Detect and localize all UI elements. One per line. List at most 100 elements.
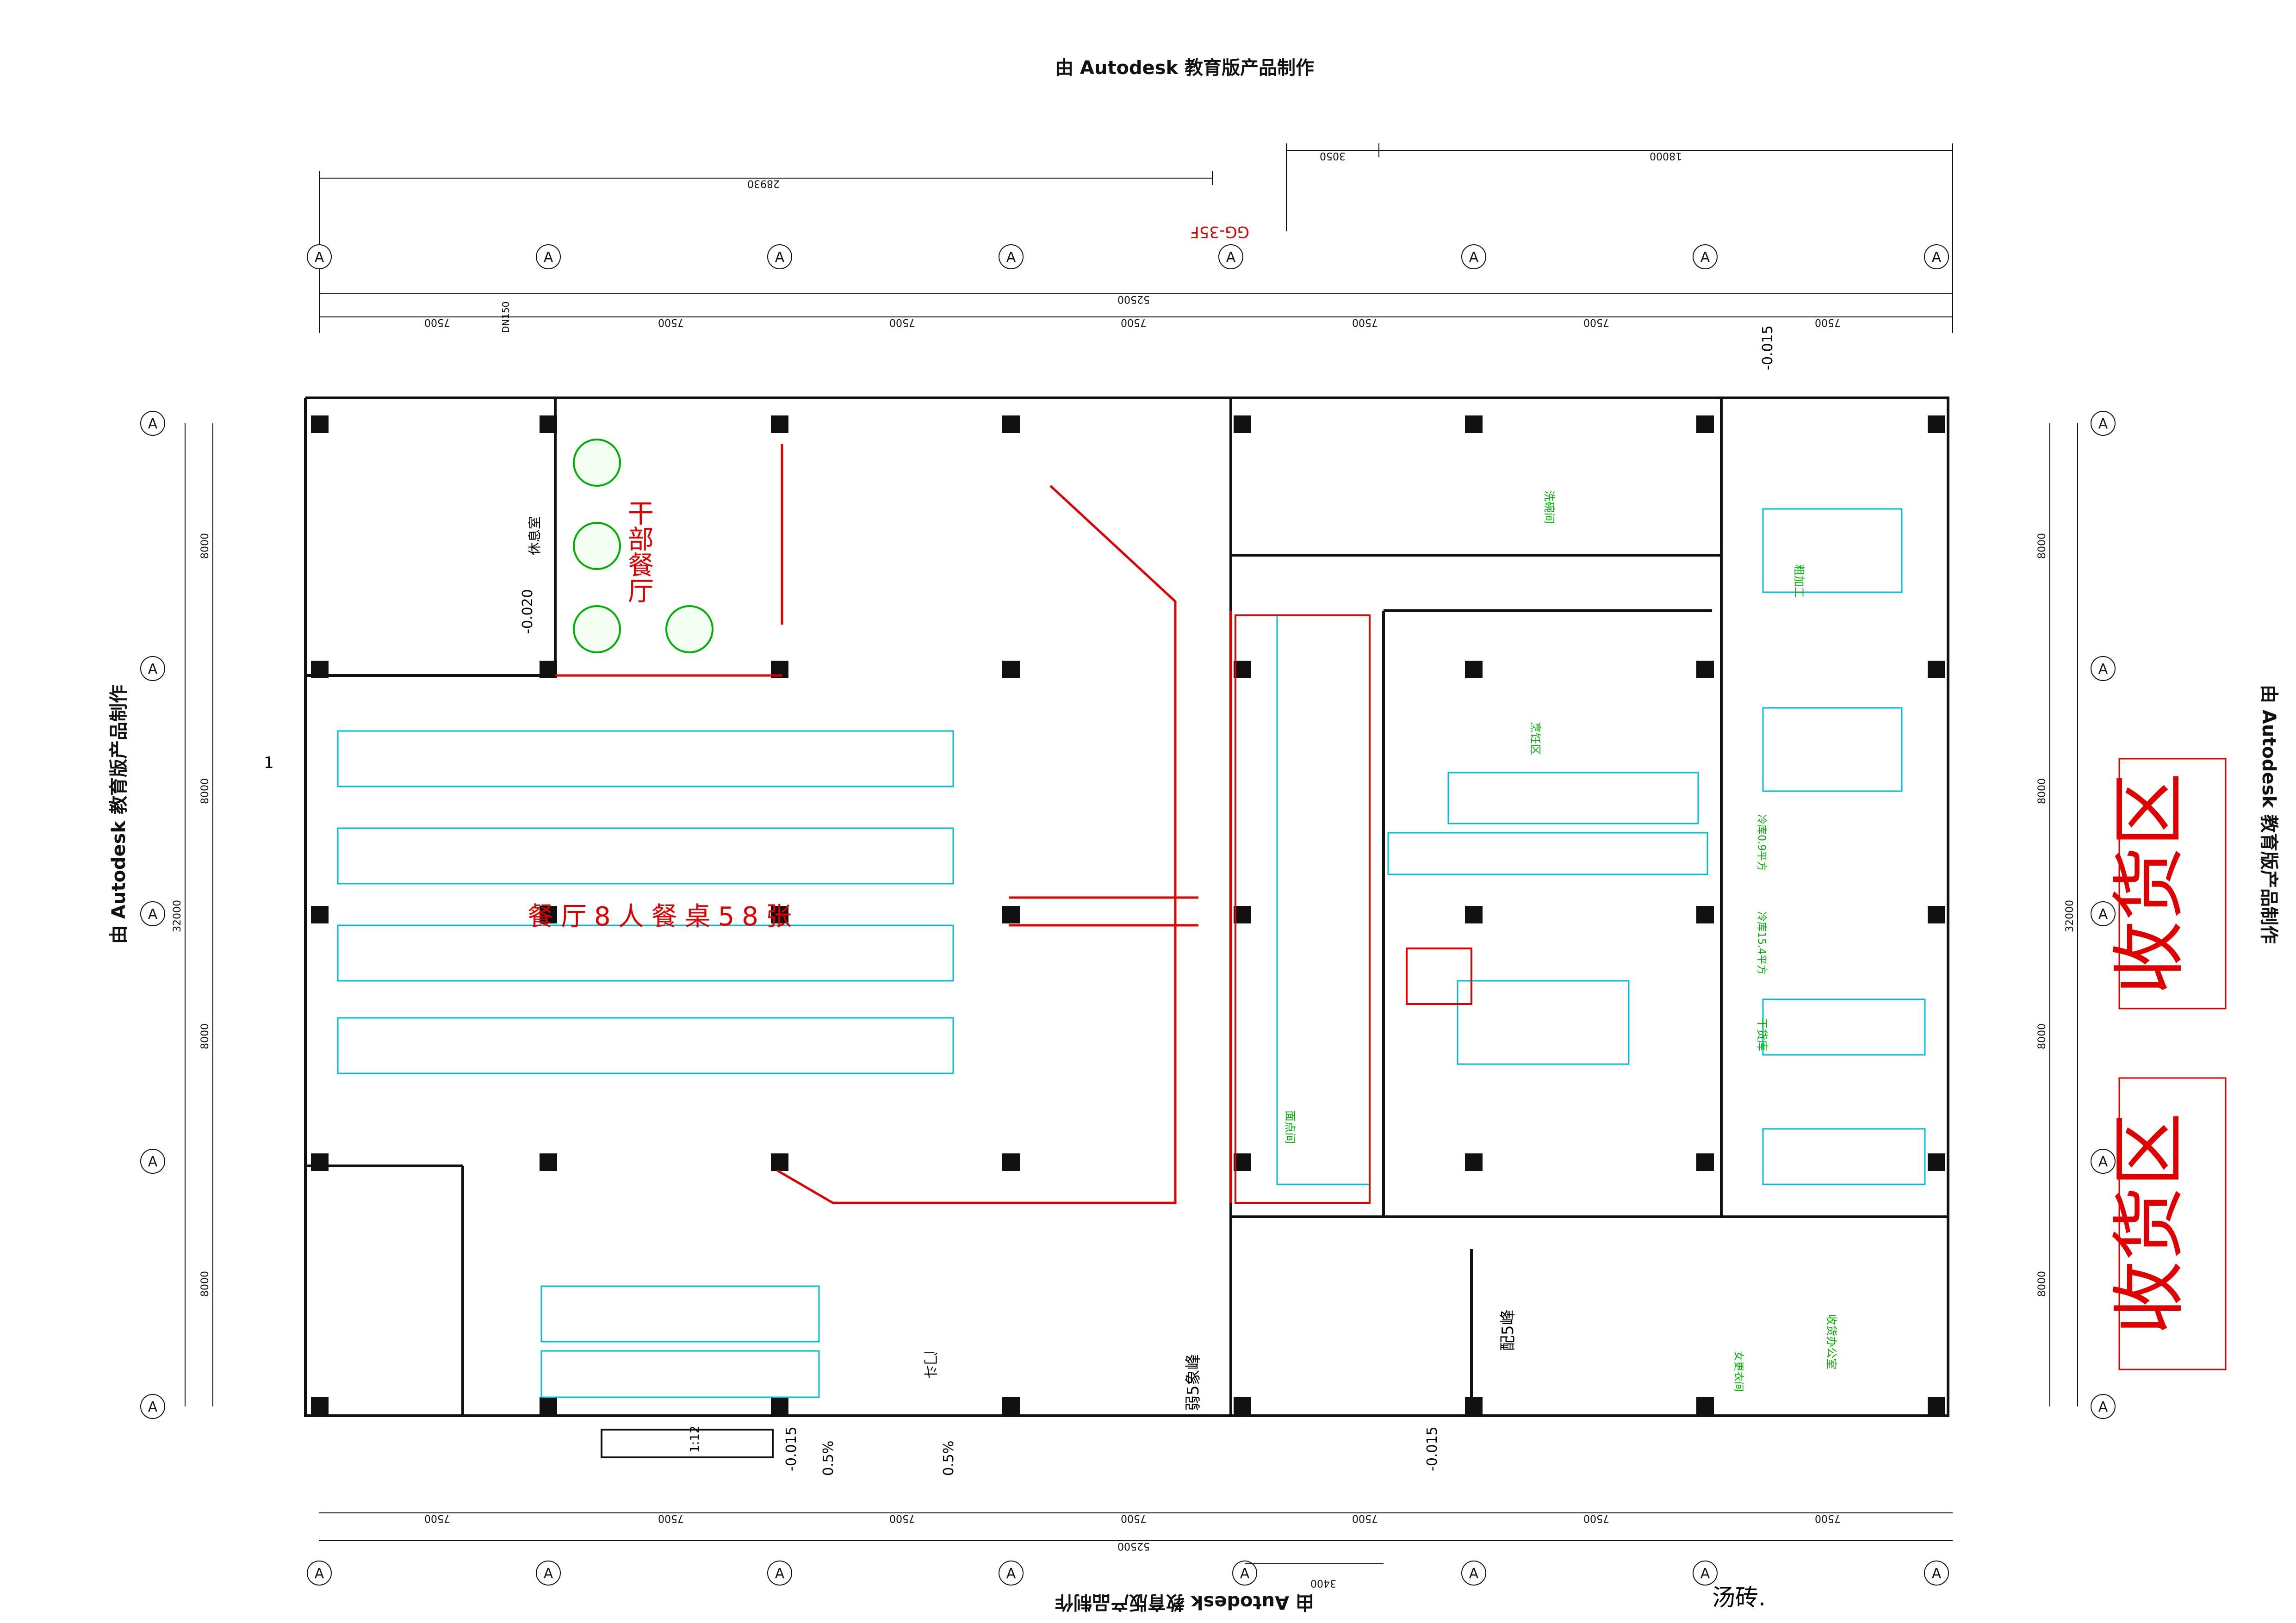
axis-label-left-1: A xyxy=(148,416,158,432)
receiving-zone-2 xyxy=(2118,1077,2227,1370)
axis-label-bottom-3: A xyxy=(775,1566,785,1582)
stray-text: 汤砖. xyxy=(1712,1584,1766,1611)
ramp-outline xyxy=(601,1429,774,1458)
level-marker-3: -0.015 xyxy=(783,1426,800,1471)
dim-row-right-1: 8000 xyxy=(2036,533,2048,559)
axis-label-left-2: A xyxy=(148,661,158,677)
processing-label: 粗加工 xyxy=(1793,564,1806,598)
dim-row-left-1: 8000 xyxy=(199,533,211,559)
level-marker-2: -0.015 xyxy=(1760,325,1776,370)
axis-label-top-2: A xyxy=(544,249,553,266)
watermark-right: 由 Autodesk 教育版产品制作 xyxy=(2258,685,2279,944)
dining-tables xyxy=(337,730,954,1398)
clean-zone-label: 洗碗间 xyxy=(1543,490,1556,524)
dim-right-overall: 32000 xyxy=(2064,900,2076,932)
cooking-label: 烹饪区 xyxy=(1529,722,1542,755)
dim-bay-top-1: 7500 xyxy=(424,316,450,328)
side-dimensions xyxy=(185,423,2078,1406)
dn-marker: DN150 xyxy=(500,301,511,333)
axis-label-right-2: A xyxy=(2098,661,2108,677)
dim-bays-bottom: 7500 7500 7500 7500 7500 7500 7500 xyxy=(424,1512,1841,1524)
lounge-label: 休息室 xyxy=(527,516,542,555)
axis-label-left-5: A xyxy=(148,1399,158,1415)
dim-row-left-3: 8000 xyxy=(199,1023,211,1049)
dim-top-left: 28930 xyxy=(747,178,780,189)
receiving-zone-2-label: 收货区 xyxy=(2106,1113,2192,1335)
axis-label-top-3: A xyxy=(775,249,785,266)
axis-bubbles-left xyxy=(140,411,165,1419)
axis-label-top-8: A xyxy=(1932,249,1942,266)
axis-label-left-4: A xyxy=(148,1154,158,1170)
dim-bay-bottom-3: 7500 xyxy=(889,1512,915,1524)
axis-label-bottom-1: A xyxy=(315,1566,324,1582)
axis-label-right-3: A xyxy=(2098,906,2108,923)
cold-store-2-label: 冷库15.4平方 xyxy=(1756,911,1767,975)
dim-bay-bottom-2: 7500 xyxy=(658,1512,684,1524)
dim-top-offset: 3050 xyxy=(1320,150,1346,161)
round-tables xyxy=(573,439,714,653)
dim-bay-top-4: 7500 xyxy=(1121,316,1147,328)
watermark-top: 由 Autodesk 教育版产品制作 xyxy=(1055,57,1314,79)
axis-label-top-7: A xyxy=(1700,249,1710,266)
level-marker-4: -0.015 xyxy=(1424,1426,1440,1471)
dim-bottom-offset: 3400 xyxy=(1310,1577,1336,1589)
kitchen-equipment xyxy=(1276,508,1926,1185)
axis-label-bottom-4: A xyxy=(1006,1566,1016,1582)
toilet-label: 女更衣间 xyxy=(1732,1351,1744,1392)
axis-label-bottom-8: A xyxy=(1932,1566,1942,1582)
office-label: 收货办公室 xyxy=(1825,1314,1838,1369)
axis-labels-top: A A A A A A A A xyxy=(315,249,1942,266)
axis-label-top-1: A xyxy=(315,249,324,266)
dim-row-left-4: 8000 xyxy=(199,1271,211,1297)
axis-label-bottom-2: A xyxy=(544,1566,553,1582)
dim-bay-bottom-1: 7500 xyxy=(424,1512,450,1524)
dim-rows-right: 8000 8000 8000 8000 xyxy=(2036,533,2048,1297)
section-marker: 1 xyxy=(264,754,274,772)
bottom-dimensions xyxy=(319,1512,1953,1564)
axis-bubbles-top xyxy=(307,244,1949,269)
dim-overall-bottom: 52500 xyxy=(1117,1540,1150,1552)
dim-bay-bottom-5: 7500 xyxy=(1352,1512,1378,1524)
dim-bay-top-5: 7500 xyxy=(1352,316,1378,328)
cold-store-1-label: 冷库0.9平方 xyxy=(1756,814,1767,871)
power-room-label: 配5峰 xyxy=(1499,1309,1517,1351)
axis-labels-right: A A A A A xyxy=(2098,416,2108,1415)
axis-label-bottom-7: A xyxy=(1700,1566,1710,1582)
axis-labels-left: A A A A A xyxy=(148,416,158,1415)
dim-overall-top: 52500 xyxy=(1117,293,1150,305)
dim-row-left-2: 8000 xyxy=(199,778,211,804)
pastry-label: 面点间 xyxy=(1284,1110,1297,1144)
axis-label-bottom-5: A xyxy=(1240,1566,1250,1582)
dining-hall-label: 餐厅8人餐桌58张 xyxy=(527,902,799,932)
slope-2: 0.5% xyxy=(941,1441,957,1476)
dim-bay-top-2: 7500 xyxy=(658,316,684,328)
dim-row-right-3: 8000 xyxy=(2036,1023,2048,1049)
dim-top-right: 18000 xyxy=(1650,150,1682,161)
dim-bay-bottom-4: 7500 xyxy=(1121,1512,1147,1524)
axis-bubbles-right xyxy=(2091,411,2116,1419)
receiving-zone-1-label: 收货区 xyxy=(2106,773,2192,995)
pastry-room-outline xyxy=(1235,614,1371,1204)
receiving-zone-1 xyxy=(2118,758,2227,1010)
dim-left-overall: 32000 xyxy=(172,900,183,932)
cadre-hall-label: 干部餐厅 xyxy=(624,500,654,603)
dim-row-right-2: 8000 xyxy=(2036,778,2048,804)
slope-1: 0.5% xyxy=(820,1441,837,1476)
dim-bay-bottom-7: 7500 xyxy=(1815,1512,1841,1524)
building-walls xyxy=(304,396,1949,1417)
axis-label-bottom-6: A xyxy=(1469,1566,1479,1582)
red-sign-box xyxy=(1406,948,1472,1005)
dim-rows-left: 8000 8000 8000 8000 xyxy=(199,533,211,1297)
dim-row-right-4: 8000 xyxy=(2036,1271,2048,1297)
watermark-left: 由 Autodesk 教育版产品制作 xyxy=(108,685,130,944)
axis-label-right-1: A xyxy=(2098,416,2108,432)
axis-bubbles-bottom xyxy=(307,1561,1949,1586)
axis-label-top-5: A xyxy=(1226,249,1236,266)
dry-store-label: 干货库 xyxy=(1756,1018,1769,1051)
axis-label-left-3: A xyxy=(148,906,158,923)
dining-partitions xyxy=(555,444,1232,1204)
dim-bays-top: 7500 7500 7500 7500 7500 7500 7500 xyxy=(424,316,1841,328)
dim-bay-bottom-6: 7500 xyxy=(1583,1512,1609,1524)
axis-labels-bottom: A A A A A A A A xyxy=(315,1566,1942,1582)
